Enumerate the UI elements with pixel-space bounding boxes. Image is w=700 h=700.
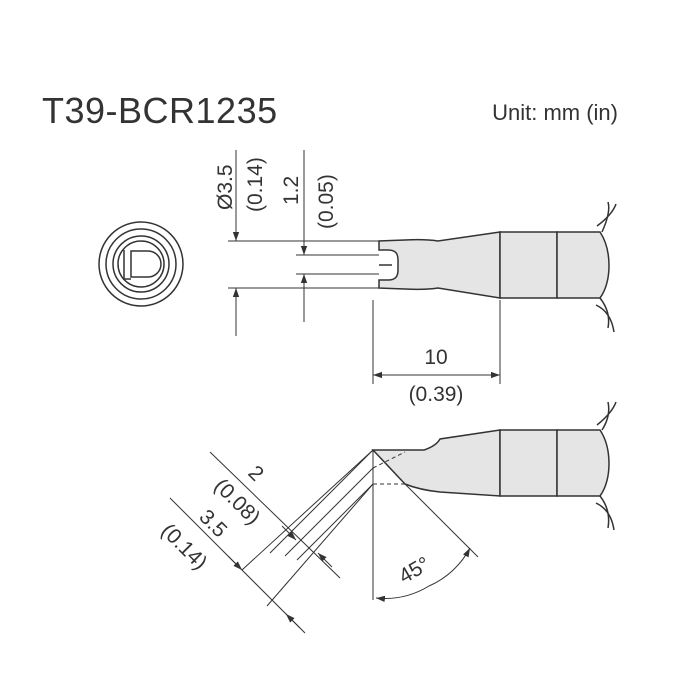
proj-line-b: [284, 467, 374, 557]
angle-arc-left: [375, 585, 430, 603]
model-title: T39-BCR1235: [42, 90, 278, 131]
bottom-tip-view: [371, 401, 617, 531]
bottom-break-line-upper: [601, 401, 610, 431]
angle-reference-diagonal: [404, 483, 479, 558]
end-view-ring-inner: [112, 235, 170, 293]
end-view-tip-face: [117, 240, 165, 288]
length-mm-label: 10: [424, 346, 447, 369]
bevel-short-dim-line: [209, 451, 341, 579]
bevel-long-ext-b: [266, 483, 374, 607]
top-break-line-upper: [601, 201, 610, 233]
end-view-outer-circle: [98, 221, 184, 307]
bevel-long-ext-a: [241, 449, 374, 571]
bevel-long-arrow-b: [285, 613, 301, 629]
end-view-slot-cup: [130, 250, 162, 278]
bevel-long-mm-label: 3.5: [194, 505, 231, 542]
top-break-line-lower: [599, 297, 610, 329]
top-break-line-upper-curl: [596, 203, 617, 227]
length-in-label: (0.39): [409, 383, 464, 406]
bottom-tip-bevel: [371, 429, 501, 497]
top-tip-sleeve-1: [499, 231, 558, 299]
bottom-break-line-lower: [599, 495, 610, 529]
bevel-hidden-lines: [372, 451, 406, 485]
angle-arc-right: [428, 547, 471, 587]
top-break-line-lower-curl: [595, 304, 615, 333]
bevel-projection-lines: [269, 449, 479, 600]
bottom-break-line-upper-curl: [596, 401, 617, 426]
angle-dimension: [375, 547, 471, 603]
slot-in-label: (0.05): [315, 174, 338, 229]
proj-line-a: [269, 449, 374, 554]
bevel-short-arrow-a: [281, 525, 297, 541]
end-view-slot-left: [123, 250, 131, 280]
bevel-short-arrow-b: [317, 552, 333, 568]
bottom-break-line-lower-curl: [595, 502, 615, 531]
bottom-tip-sleeve-1: [499, 429, 558, 497]
end-view: [98, 221, 184, 307]
bevel-long-dimension: [169, 449, 374, 634]
top-tip-view: [378, 201, 617, 333]
proj-line-c: [296, 483, 374, 561]
bevel-short-dimension: [209, 451, 341, 579]
hidden-line-diag: [372, 451, 406, 469]
top-tip-taper: [378, 231, 501, 299]
bevel-long-arrow-a: [227, 555, 243, 571]
unit-label: Unit: mm (in): [492, 100, 618, 125]
diameter-in-label: (0.14): [244, 157, 267, 212]
slot-mm-label: 1.2: [280, 176, 303, 205]
end-view-ring: [105, 228, 177, 300]
bevel-short-mm-label: 2: [243, 461, 268, 486]
angle-label: 45°: [395, 553, 434, 589]
bottom-tip-sleeve-2: [556, 429, 610, 497]
diameter-mm-label: Ø3.5: [214, 164, 237, 210]
top-tip-sleeve-2: [556, 231, 610, 299]
